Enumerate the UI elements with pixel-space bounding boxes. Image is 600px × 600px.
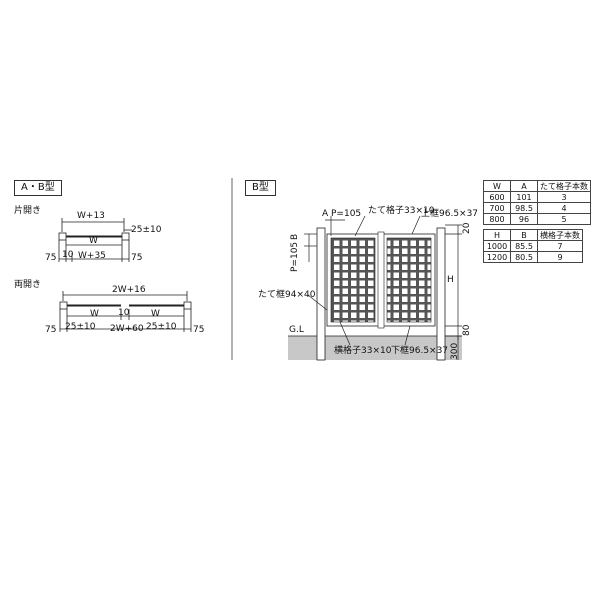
single-swing-label: 片開き xyxy=(14,206,42,216)
cell: 98.5 xyxy=(510,202,538,214)
elevation-dims xyxy=(304,215,462,360)
double-swing-label: 両開き xyxy=(14,280,42,290)
single-right-dim: 25±10 xyxy=(131,225,162,235)
label-dim-80: 80 xyxy=(462,324,472,336)
double-center-gap: 10 xyxy=(118,308,130,318)
label-post-frame: たて框94×40 xyxy=(258,290,316,300)
cell: 96 xyxy=(510,213,538,225)
cell: 9 xyxy=(537,251,583,263)
cell: 700 xyxy=(483,202,511,214)
double-top-dim: 2W+16 xyxy=(112,285,146,295)
cell: 600 xyxy=(483,191,511,203)
single-top-dim: W+13 xyxy=(77,211,105,221)
double-left-w: W xyxy=(90,309,99,319)
label-a: A xyxy=(322,209,329,219)
single-right-post: 75 xyxy=(131,253,143,263)
cell: 1200 xyxy=(483,251,511,263)
th-a: A xyxy=(510,180,538,192)
label-p-top: P=105 xyxy=(331,209,362,219)
cell: 4 xyxy=(537,202,591,214)
right-post xyxy=(436,227,446,361)
cell: 1000 xyxy=(483,240,511,252)
label-h: H xyxy=(447,275,454,285)
table-row: 800 96 5 xyxy=(483,213,591,225)
th-vertical-count: たて格子本数 xyxy=(537,180,591,192)
th-h: H xyxy=(483,229,511,241)
cell: 80.5 xyxy=(510,251,538,263)
double-right-w: W xyxy=(151,309,160,319)
type-ab-label: A・B型 xyxy=(14,180,62,196)
cell: 7 xyxy=(537,240,583,252)
label-gl: G.L xyxy=(289,325,304,335)
label-p-left: P=105 xyxy=(290,241,300,272)
label-dim-20: 20 xyxy=(462,222,472,234)
th-horizontal-count: 横格子本数 xyxy=(537,229,583,241)
right-leaf-lattice xyxy=(386,237,432,323)
double-bottom-dim: 2W+60 xyxy=(110,324,144,334)
cell: 5 xyxy=(537,213,591,225)
cell: 3 xyxy=(537,191,591,203)
spec-table-width: W A たて格子本数 600 101 3 700 98.5 4 800 96 5 xyxy=(483,180,591,225)
table-row: 600 101 3 xyxy=(483,191,591,203)
cell: 101 xyxy=(510,191,538,203)
double-left-clear: 25±10 xyxy=(65,322,96,332)
table-row: 1000 85.5 7 xyxy=(483,240,583,252)
label-horizontal-lattice: 横格子33×10 xyxy=(334,346,392,356)
left-post xyxy=(316,227,326,361)
double-swing-plan xyxy=(59,291,192,332)
table-row: 700 98.5 4 xyxy=(483,202,591,214)
spec-table-height: H B 横格子本数 1000 85.5 7 1200 80.5 9 xyxy=(483,229,583,263)
single-mid-dim: W xyxy=(89,236,98,246)
cell: 85.5 xyxy=(510,240,538,252)
type-b-label: B型 xyxy=(245,180,276,196)
label-dim-300: 300 xyxy=(450,342,460,360)
th-b: B xyxy=(510,229,538,241)
label-top-frame: 上框96.5×37 xyxy=(421,209,479,219)
single-swing-plan xyxy=(58,218,132,262)
single-bottom-dim: W+35 xyxy=(78,251,106,261)
table-row: 1200 80.5 9 xyxy=(483,251,583,263)
single-small-gap: 10 xyxy=(62,250,74,260)
th-w: W xyxy=(483,180,511,192)
label-vertical-lattice: たて格子33×10 xyxy=(368,206,435,216)
left-leaf-lattice xyxy=(330,237,376,323)
cell: 800 xyxy=(483,213,511,225)
double-right-post: 75 xyxy=(193,325,205,335)
double-left-post: 75 xyxy=(45,325,57,335)
single-left-post: 75 xyxy=(45,253,57,263)
label-b: B xyxy=(290,233,300,240)
double-right-clear: 25±10 xyxy=(146,322,177,332)
label-bottom-frame: 下框96.5×37 xyxy=(391,346,449,356)
